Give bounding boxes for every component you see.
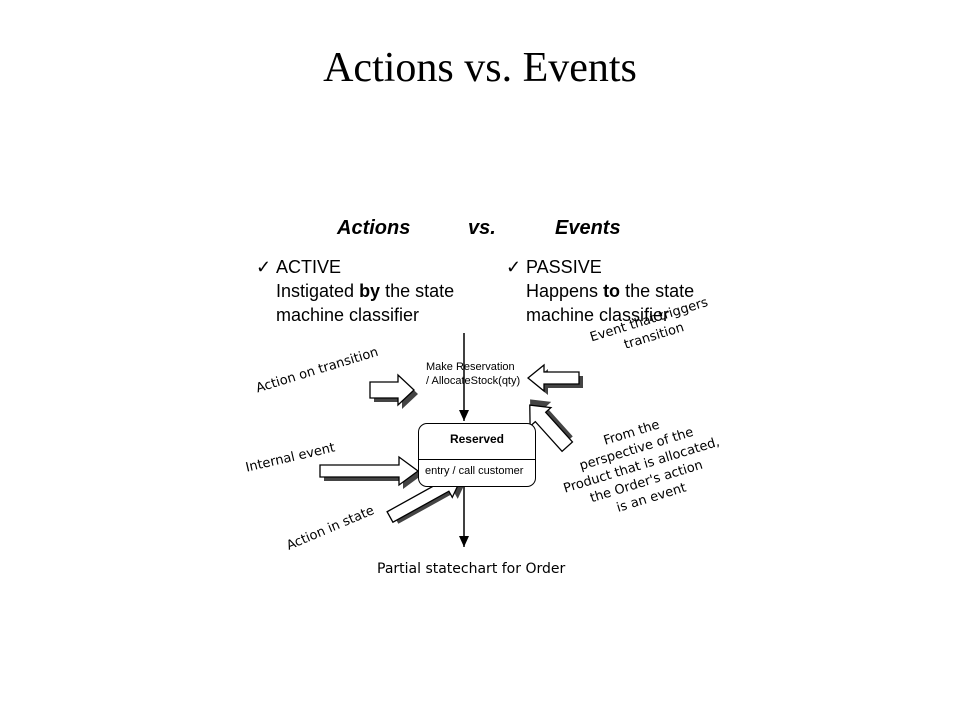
transition-label: Make Reservation / AllocateStock(qty): [426, 360, 520, 388]
heading-vs: vs.: [468, 217, 496, 239]
transition-label-event: Make Reservation: [426, 361, 515, 373]
diagram-caption: Partial statechart for Order: [377, 561, 566, 577]
state-divider: [419, 459, 535, 460]
arrow-event-triggers: [526, 363, 583, 395]
transition-arrowhead-out: [459, 536, 469, 547]
actions-column: ✓ACTIVE Instigated by the state machine …: [256, 255, 454, 327]
heading-events: Events: [555, 217, 621, 239]
arrow-action-on-transition: [369, 373, 418, 409]
check-icon: ✓: [506, 257, 522, 277]
state-name: Reserved: [449, 432, 505, 446]
state-entry-action: entry / call customer: [425, 465, 524, 477]
actions-active-label: ACTIVE: [276, 257, 342, 277]
transition-label-action: / AllocateStock(qty): [426, 375, 521, 387]
actions-line3: machine classifier: [276, 305, 420, 325]
arrow-perspective: [529, 399, 574, 453]
heading-actions: Actions: [337, 217, 411, 239]
check-icon: ✓: [256, 257, 272, 277]
state-reserved: Reserved entry / call customer: [418, 423, 536, 487]
statechart-diagram: Actions vs. Events ✓ACTIVE Instigated by…: [240, 205, 740, 595]
events-line2: Happens to the state: [526, 281, 695, 301]
actions-line2: Instigated by the state: [276, 281, 455, 301]
arrow-internal-event: [319, 455, 422, 489]
slide-title: Actions vs. Events: [323, 45, 637, 91]
events-passive-label: PASSIVE: [526, 257, 602, 277]
transition-arrowhead-in: [459, 410, 469, 421]
events-column: ✓PASSIVE Happens to the state machine cl…: [506, 255, 694, 327]
events-line3: machine classifier: [526, 305, 670, 325]
